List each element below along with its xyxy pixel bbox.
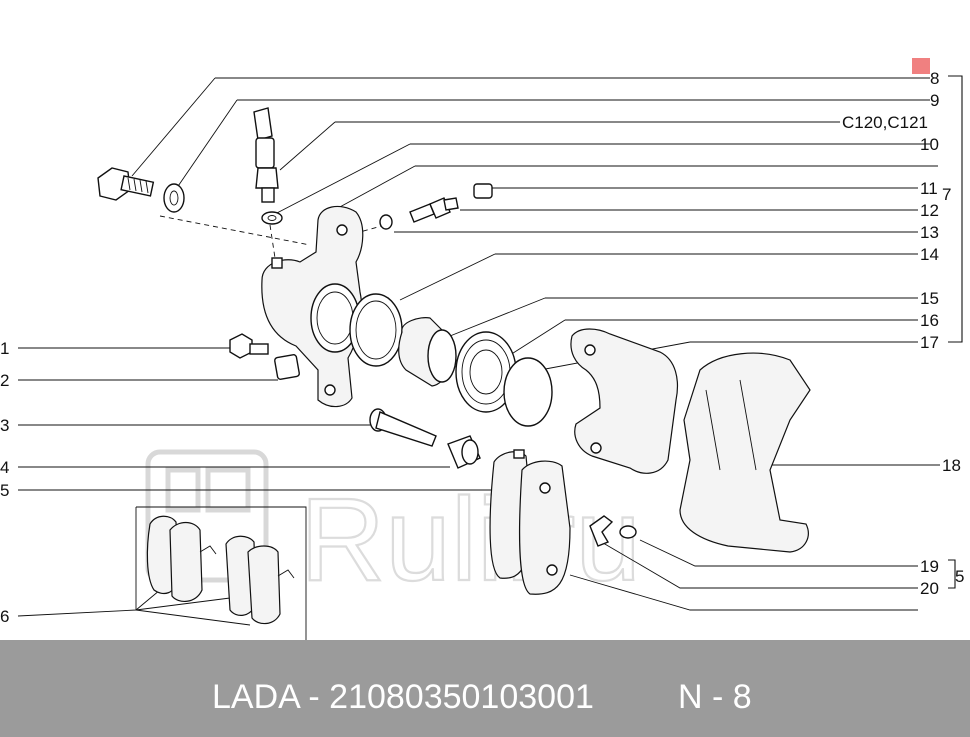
plate-2 xyxy=(274,354,300,380)
footer-bar: LADA - 21080350103001 N - 8 xyxy=(0,640,970,737)
callout-3: 3 xyxy=(0,416,9,435)
caliper-bracket-18 xyxy=(679,352,811,553)
callout-5: 5 xyxy=(0,481,9,500)
callout-2: 2 xyxy=(0,371,9,390)
circlip xyxy=(503,357,553,427)
callout-9: 9 xyxy=(930,91,939,110)
callout-17: 17 xyxy=(920,333,939,352)
callout-20: 20 xyxy=(920,579,939,598)
leader-lines xyxy=(17,77,940,640)
bleeder-12 xyxy=(409,197,459,223)
watermark-text: Ruli.ru xyxy=(300,474,641,606)
callout-1: 1 xyxy=(0,339,9,358)
marker-square xyxy=(912,58,930,74)
callout-5-right: 5 xyxy=(955,567,964,586)
bolt-19 xyxy=(619,525,637,539)
callout-labels: 8 9 C120,C121 10 11 7 12 13 14 15 16 17 … xyxy=(0,69,964,626)
callout-c120: C120,C121 xyxy=(842,113,928,132)
pin-boot-4 xyxy=(447,435,481,469)
callout-16: 16 xyxy=(920,311,939,330)
guide-pin-3 xyxy=(369,408,437,447)
spring-clip-20 xyxy=(589,515,614,547)
callout-4: 4 xyxy=(0,458,9,477)
watermark: Ruli.ru xyxy=(145,449,642,607)
washer-10 xyxy=(261,211,283,225)
footer-part-number: LADA - 21080350103001 xyxy=(212,678,594,716)
callout-15: 15 xyxy=(920,289,939,308)
callout-8: 8 xyxy=(930,69,939,88)
bracket-5 xyxy=(948,559,956,589)
bleed-bolt-8 xyxy=(97,167,155,201)
cap-11 xyxy=(473,183,493,199)
caliper-housing xyxy=(261,205,364,408)
callout-14: 14 xyxy=(920,245,939,264)
exploded-diagram: Ruli.ru xyxy=(0,58,964,640)
guide-bolt-1 xyxy=(229,333,269,359)
washer-9 xyxy=(163,183,185,213)
plug-13 xyxy=(379,214,393,230)
callout-12: 12 xyxy=(920,201,939,220)
bracket-7 xyxy=(948,75,963,343)
callout-10: 10 xyxy=(920,135,939,154)
pad-kit-6 xyxy=(146,515,295,625)
callout-19: 19 xyxy=(920,557,939,576)
piston-16 xyxy=(398,317,457,387)
callout-6: 6 xyxy=(0,607,9,626)
brake-pads-5 xyxy=(489,449,571,595)
anchor-bracket xyxy=(570,328,679,474)
callout-18: 18 xyxy=(942,456,961,475)
footer-page: N - 8 xyxy=(678,678,752,716)
seal-15 xyxy=(349,293,403,367)
callout-7: 7 xyxy=(942,185,951,204)
callout-11: 11 xyxy=(920,179,938,198)
wear-sensor-c120 xyxy=(253,107,279,203)
callout-13: 13 xyxy=(920,223,939,242)
